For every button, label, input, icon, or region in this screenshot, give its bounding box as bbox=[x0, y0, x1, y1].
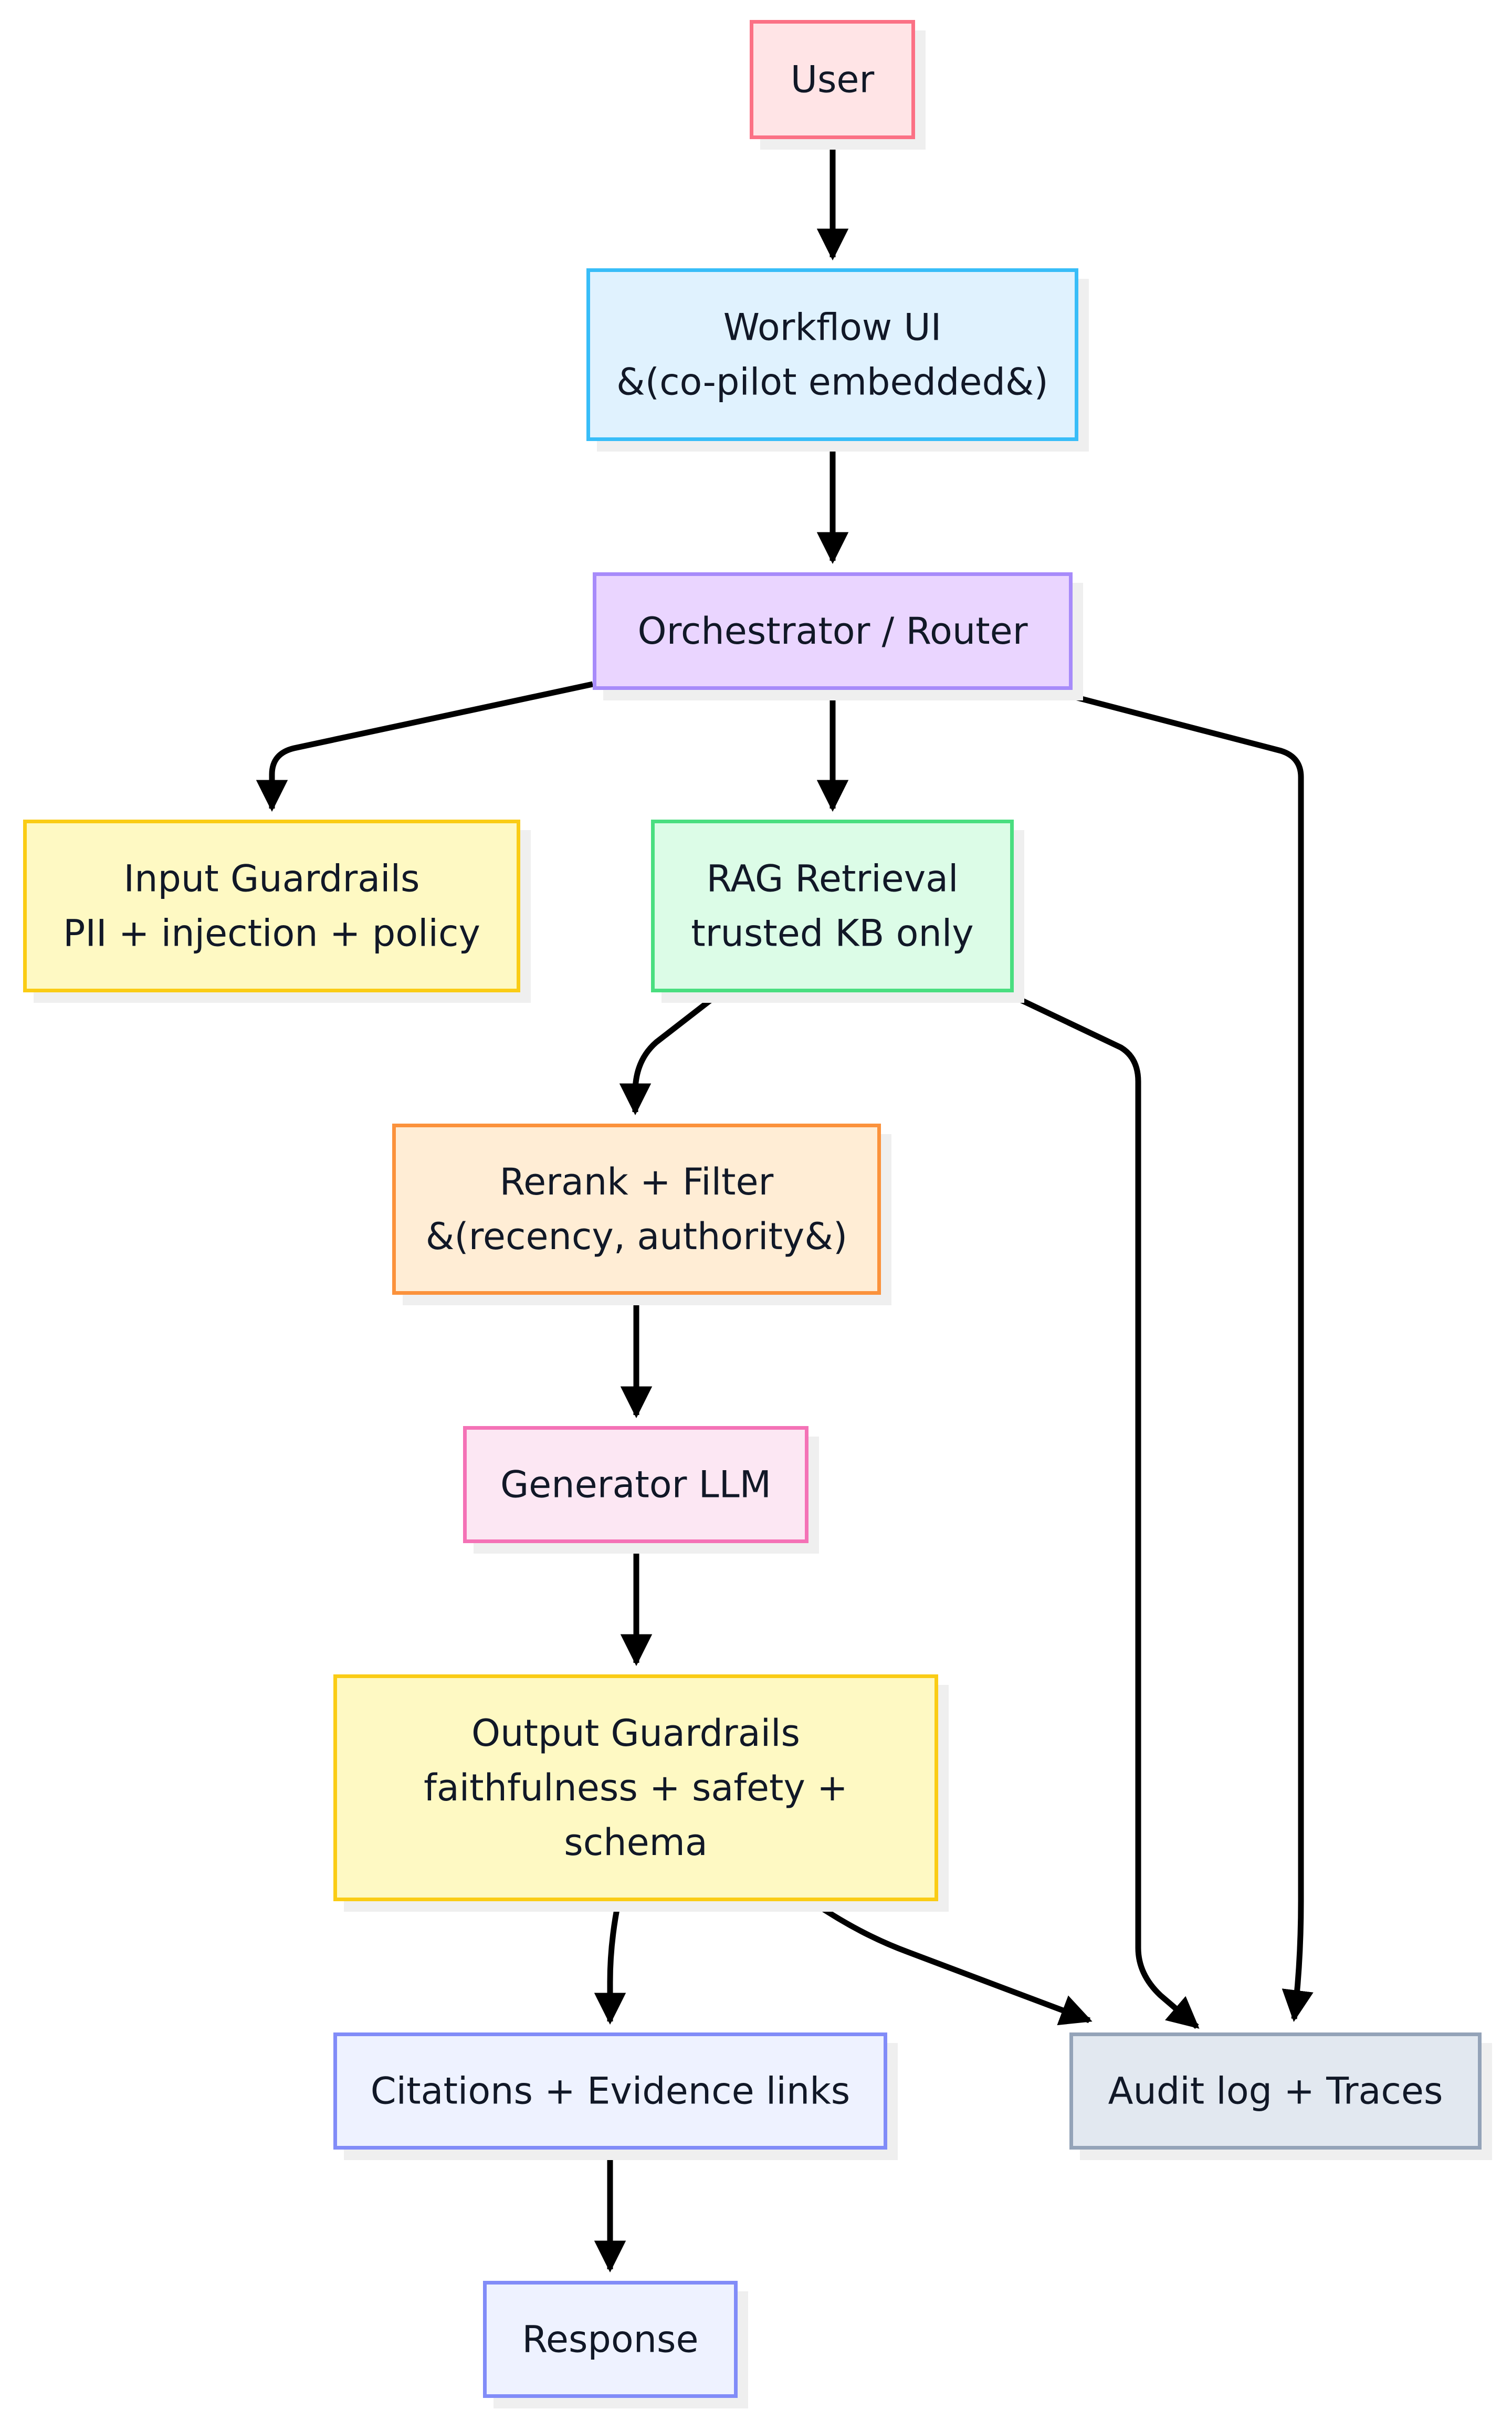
edge-rag-retrieval-to-rerank-filter bbox=[619, 991, 721, 1116]
node-label-line: Workflow UI bbox=[723, 306, 942, 349]
node-audit-log[interactable]: Audit log + Traces bbox=[1069, 2032, 1493, 2161]
node-label-line: Audit log + Traces bbox=[1108, 2070, 1443, 2113]
node-workflow-ui[interactable]: Workflow UI &(co-pilot embedded&) bbox=[586, 268, 1089, 452]
node-box[interactable] bbox=[593, 572, 1073, 690]
node-user[interactable]: User bbox=[750, 20, 926, 150]
node-label-line: Generator LLM bbox=[500, 1463, 771, 1506]
node-orchestrator[interactable]: Orchestrator / Router bbox=[593, 572, 1084, 701]
node-box[interactable] bbox=[651, 820, 1014, 992]
node-citations[interactable]: Citations + Evidence links bbox=[333, 2032, 898, 2161]
node-box[interactable] bbox=[483, 2281, 738, 2398]
node-label-line: Orchestrator / Router bbox=[638, 610, 1028, 653]
node-label-line: RAG Retrieval bbox=[706, 857, 958, 900]
node-label-line: Response bbox=[522, 2318, 698, 2361]
node-label-line: Output Guardrails bbox=[471, 1712, 800, 1755]
node-rerank-filter[interactable]: Rerank + Filter &(recency, authority&) bbox=[392, 1124, 892, 1306]
node-output-guardrails[interactable]: Output Guardrails faithfulness + safety +… bbox=[333, 1674, 949, 1912]
node-label-line: User bbox=[791, 58, 875, 101]
node-label-line: &(co-pilot embedded&) bbox=[616, 361, 1048, 404]
node-label-line: Input Guardrails bbox=[123, 857, 419, 900]
node-generator-llm[interactable]: Generator LLM bbox=[463, 1426, 820, 1554]
node-label-line: &(recency, authority&) bbox=[426, 1215, 847, 1258]
node-box[interactable] bbox=[750, 20, 915, 139]
node-box[interactable] bbox=[23, 820, 520, 992]
node-rag-retrieval[interactable]: RAG Retrieval trusted KB only bbox=[651, 820, 1025, 1003]
node-box[interactable] bbox=[1069, 2032, 1482, 2150]
node-box[interactable] bbox=[333, 2032, 887, 2150]
node-label-line: Citations + Evidence links bbox=[371, 2070, 850, 2113]
edge-output-guardrails-to-audit-log bbox=[812, 1900, 1093, 2026]
node-label-line: trusted KB only bbox=[691, 912, 974, 955]
node-label-line: PII + injection + policy bbox=[63, 912, 480, 955]
edge-orchestrator-to-input-guardrails bbox=[256, 681, 594, 812]
node-label-line: faithfulness + safety + bbox=[424, 1766, 848, 1809]
node-box[interactable] bbox=[586, 268, 1078, 441]
node-label-line: schema bbox=[564, 1821, 707, 1864]
node-box[interactable] bbox=[392, 1124, 881, 1295]
node-box[interactable] bbox=[463, 1426, 808, 1543]
node-response[interactable]: Response bbox=[483, 2281, 749, 2409]
edge-orchestrator-to-audit-log bbox=[1054, 689, 1314, 2023]
node-box[interactable] bbox=[333, 1674, 938, 1901]
edge-rag-retrieval-to-audit-log bbox=[1005, 991, 1200, 2029]
node-label-line: Rerank + Filter bbox=[500, 1160, 774, 1203]
edge-output-guardrails-to-citations bbox=[594, 1900, 626, 2025]
